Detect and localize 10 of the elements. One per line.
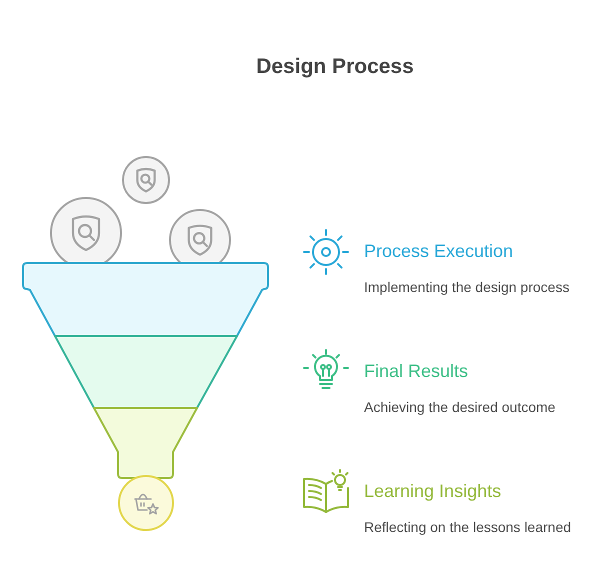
diagram-title: Design Process bbox=[256, 55, 414, 80]
step-heading: Final Results bbox=[364, 361, 468, 382]
funnel-bottom-band bbox=[93, 407, 198, 479]
funnel-middle-band bbox=[54, 335, 238, 409]
funnel-top-band bbox=[22, 262, 269, 337]
step-heading: Process Execution bbox=[364, 241, 514, 262]
step-description: Reflecting on the lessons learned bbox=[364, 519, 572, 536]
step-heading: Learning Insights bbox=[364, 481, 502, 502]
step-description: Implementing the design process bbox=[364, 279, 570, 296]
step-description: Achieving the desired outcome bbox=[364, 399, 556, 416]
